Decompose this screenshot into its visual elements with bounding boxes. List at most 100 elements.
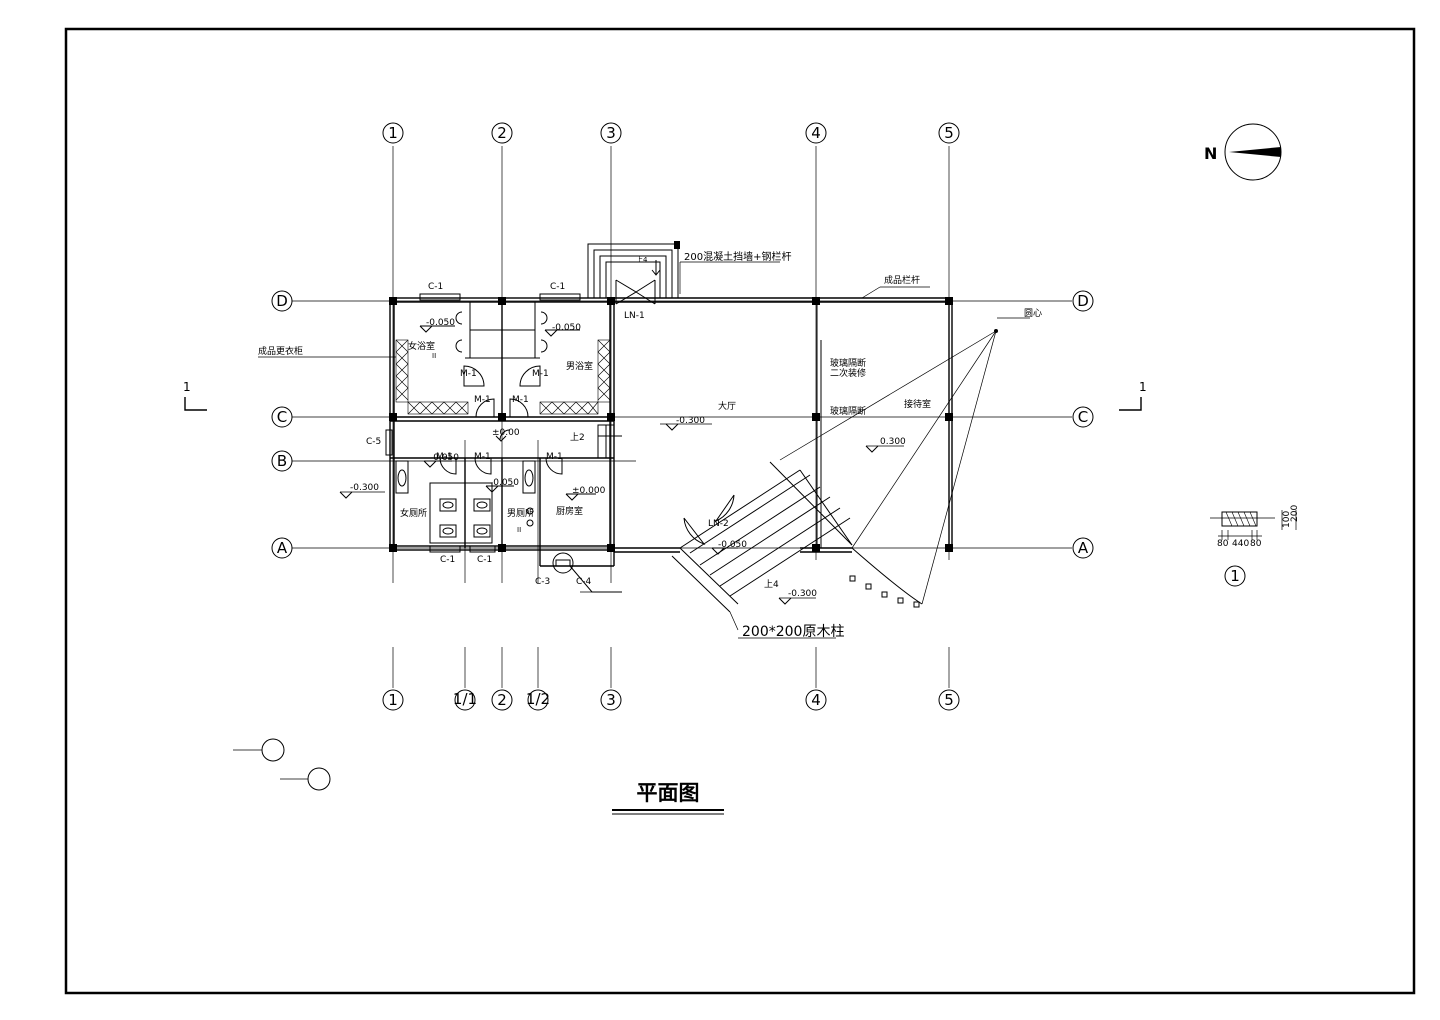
detail-wall-section: 80 440 80 100 200 1	[1210, 505, 1300, 587]
window-tag-c1-a: C-1	[428, 282, 443, 292]
door-tag-m1-e: M-1	[436, 452, 453, 462]
stair-tag-up4-top: 上4	[636, 255, 648, 264]
axis-bubble-top-4: 4	[805, 122, 827, 144]
svg-text:D: D	[276, 292, 288, 310]
note-glass-partition-b: 玻璃隔断	[830, 405, 866, 417]
detail-dim-left: 80	[1217, 539, 1229, 549]
shower-cubicles	[455, 301, 548, 359]
window-tag-c1-d: C-1	[477, 555, 492, 565]
svg-text:B: B	[277, 452, 287, 470]
axis-bubble-bottom-3: 3	[600, 689, 622, 711]
svg-text:5: 5	[944, 691, 954, 709]
window-tag-c1-c: C-1	[440, 555, 455, 565]
axis-bubble-top-5: 5	[938, 122, 960, 144]
detail-dim-height-a: 100	[1282, 511, 1292, 528]
door-tag-m1-b: M-1	[532, 369, 549, 379]
sheet-border	[64, 27, 1416, 995]
door-tag-m1-f: M-1	[474, 452, 491, 462]
svg-text:4: 4	[811, 691, 821, 709]
drawing-title: 平面图	[612, 781, 724, 815]
door-tag-ln1: LN-1	[624, 311, 645, 321]
axis-bubble-bottom-4: 4	[805, 689, 827, 711]
note-arc-center: 圆心	[1024, 308, 1042, 319]
detail-dim-height-b: 200	[1290, 505, 1300, 522]
axis-bubble-left-A: A	[271, 537, 293, 559]
level-female-bath: -0.050	[426, 318, 455, 328]
room-label-male-wc: 男厕所	[507, 508, 534, 519]
axis-bubble-left-D: D	[271, 290, 293, 312]
section-mark-left: 1	[183, 380, 207, 411]
north-arrow: N	[1204, 123, 1282, 181]
structural-columns	[389, 297, 953, 552]
axis-bubble-right-D: D	[1072, 290, 1094, 312]
svg-text:D: D	[1077, 292, 1089, 310]
door-tag-m1-c: M-1	[474, 395, 491, 405]
axis-bubble-top-1: 1	[382, 122, 404, 144]
svg-text:3: 3	[606, 691, 616, 709]
note-cabinet: 成品更衣柜	[258, 345, 303, 357]
stair-tag-up2: 上2	[570, 432, 585, 443]
door-tag-m1-g: M-1	[546, 452, 563, 462]
axis-bubble-bottom-1: 1	[382, 689, 404, 711]
axis-bubble-right-A: A	[1072, 537, 1094, 559]
level-exterior-west: -0.300	[350, 483, 379, 493]
leader-lines	[258, 261, 1030, 639]
axis-bubble-top-3: 3	[600, 122, 622, 144]
window-tag-c5: C-5	[366, 437, 381, 447]
level-male-bath: -0.050	[552, 323, 581, 333]
diagonal-entrance	[671, 329, 998, 613]
section-mark-right: 1	[1119, 380, 1147, 411]
note-top-rail: 200混凝土挡墙+钢栏杆	[684, 250, 791, 263]
window-tag-c4: C-4	[576, 577, 592, 587]
detail-dim-right: 80	[1250, 539, 1262, 549]
detail-dim-mid: 440	[1232, 539, 1249, 549]
axis-bubble-bottom-1-2: 1/2	[526, 689, 550, 711]
svg-text:A: A	[1078, 539, 1089, 557]
window-tag-c1-b: C-1	[550, 282, 565, 292]
level-entrance: -0.050	[718, 540, 747, 550]
annotations: 女浴室 II 男浴室 大厅 女厕所 男厕所 II 厨房室 接待室 -0.050 …	[258, 250, 1042, 640]
svg-text:N: N	[1204, 144, 1217, 163]
door-tag-m1-a: M-1	[460, 369, 477, 379]
room-label-hall: 大厅	[718, 400, 736, 412]
level-reception: 0.300	[880, 437, 906, 447]
room-label-female-bath: 女浴室	[408, 340, 435, 352]
detail-mark-number: 1	[1230, 567, 1240, 585]
index-bubbles	[233, 738, 331, 791]
room-label-office: 厨房室	[556, 505, 583, 517]
door-tag-ln2: LN-2	[708, 519, 729, 529]
note-glass-partition-a: 玻璃隔断	[830, 357, 866, 369]
stair-tag-up4-bottom: 上4	[764, 579, 779, 590]
level-markers	[339, 325, 879, 605]
svg-text:C: C	[1078, 408, 1088, 426]
note-secondary-fitout: 二次装修	[830, 367, 866, 379]
note-wood-post: 200*200原木柱	[742, 624, 844, 640]
roman-label-male-wc: II	[517, 526, 521, 534]
walls-hall	[614, 297, 953, 553]
roman-label-female-bath: II	[432, 352, 436, 360]
svg-text:A: A	[277, 539, 288, 557]
level-hall: -0.300	[676, 416, 705, 426]
svg-text:5: 5	[944, 124, 954, 142]
level-female-wc: -0.050	[430, 453, 459, 463]
room-label-male-bath: 男浴室	[566, 360, 593, 372]
svg-text:C: C	[277, 408, 287, 426]
page-title: 平面图	[637, 781, 700, 805]
room-label-reception: 接待室	[904, 398, 931, 410]
room-label-female-wc: 女厕所	[400, 507, 427, 519]
locker-strips	[395, 339, 611, 415]
axis-bubble-left-C: C	[271, 406, 293, 428]
axis-bubble-bottom-1-1: 1/1	[453, 689, 477, 711]
svg-text:3: 3	[606, 124, 616, 142]
svg-text:1: 1	[183, 380, 191, 394]
toilet-fixtures	[395, 460, 536, 544]
svg-text:2: 2	[497, 124, 507, 142]
svg-text:1: 1	[1139, 380, 1147, 394]
svg-text:4: 4	[811, 124, 821, 142]
axis-bubble-right-C: C	[1072, 406, 1094, 428]
svg-text:2: 2	[497, 691, 507, 709]
axis-bubble-top-2: 2	[491, 122, 513, 144]
axis-bubble-left-B: B	[271, 450, 293, 472]
note-right-rail: 成品栏杆	[884, 274, 920, 286]
